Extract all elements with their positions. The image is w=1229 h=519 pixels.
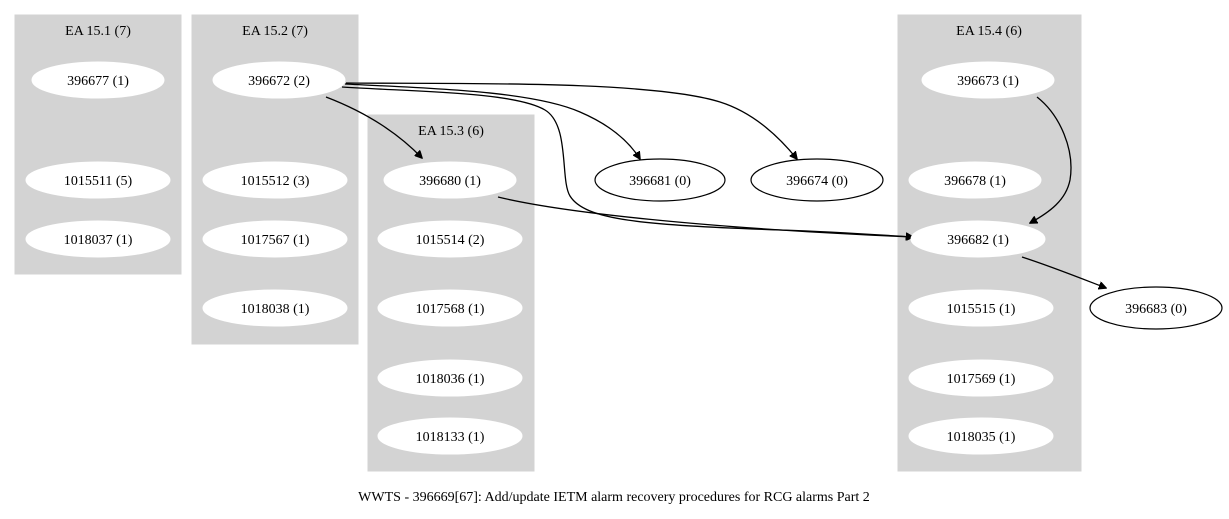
node-1018035[interactable]: 1018035 (1) — [908, 417, 1054, 455]
cluster-label: EA 15.4 (6) — [956, 24, 1022, 39]
node-label: 396680 (1) — [419, 174, 481, 189]
edge-396672-396674 — [345, 82, 797, 159]
edge-396682-396683 — [1021, 256, 1106, 288]
node-1018037[interactable]: 1018037 (1) — [25, 220, 171, 258]
node-label: 1018038 (1) — [241, 302, 310, 317]
node-396672[interactable]: 396672 (2) — [212, 61, 346, 99]
node-1015515[interactable]: 1015515 (1) — [908, 289, 1054, 327]
node-396682[interactable]: 396682 (1) — [910, 220, 1046, 258]
node-label: 1017568 (1) — [416, 302, 485, 317]
cluster-label: EA 15.3 (6) — [418, 124, 484, 139]
node-396673[interactable]: 396673 (1) — [921, 61, 1055, 99]
node-label: 396677 (1) — [67, 74, 129, 89]
node-1017569[interactable]: 1017569 (1) — [908, 359, 1054, 397]
node-396677[interactable]: 396677 (1) — [31, 61, 165, 99]
graph-caption: WWTS - 396669[67]: Add/update IETM alarm… — [358, 490, 870, 505]
edge-396672-396680 — [325, 96, 422, 158]
node-label: 1015515 (1) — [947, 302, 1016, 317]
node-1017568[interactable]: 1017568 (1) — [377, 289, 523, 327]
node-label: 396673 (1) — [957, 74, 1019, 89]
node-label: 396678 (1) — [944, 174, 1006, 189]
node-label: 396683 (0) — [1125, 302, 1187, 317]
node-label: 396682 (1) — [947, 233, 1009, 248]
node-label: 1018133 (1) — [416, 430, 485, 445]
edge-396680-396680-to-396682 — [497, 196, 913, 237]
node-1015514[interactable]: 1015514 (2) — [377, 220, 523, 258]
node-1018038[interactable]: 1018038 (1) — [202, 289, 348, 327]
node-label: 1017567 (1) — [241, 233, 310, 248]
node-1018036[interactable]: 1018036 (1) — [377, 359, 523, 397]
cluster-label: EA 15.2 (7) — [242, 24, 308, 39]
node-396678[interactable]: 396678 (1) — [908, 161, 1042, 199]
node-label: 396674 (0) — [786, 174, 848, 189]
node-label: 396672 (2) — [248, 74, 310, 89]
node-label: 1018035 (1) — [947, 430, 1016, 445]
edge-396672-396681 — [344, 83, 640, 159]
node-1017567[interactable]: 1017567 (1) — [202, 220, 348, 258]
node-396683[interactable]: 396683 (0) — [1089, 286, 1223, 330]
node-1015512[interactable]: 1015512 (3) — [202, 161, 348, 199]
cluster-label: EA 15.1 (7) — [65, 24, 131, 39]
node-label: 1015511 (5) — [64, 174, 133, 189]
node-1015511[interactable]: 1015511 (5) — [25, 161, 171, 199]
edge-396673-396682 — [1030, 96, 1072, 223]
edges — [325, 82, 1106, 288]
node-1018133[interactable]: 1018133 (1) — [377, 417, 523, 455]
node-396680[interactable]: 396680 (1) — [383, 161, 517, 199]
node-label: 396681 (0) — [629, 174, 691, 189]
node-label: 1015514 (2) — [416, 233, 485, 248]
node-396681[interactable]: 396681 (0) — [594, 158, 726, 202]
node-label: 1018037 (1) — [64, 233, 133, 248]
node-label: 1015512 (3) — [241, 174, 310, 189]
node-396674[interactable]: 396674 (0) — [750, 158, 884, 202]
edge-396672-396682 — [341, 86, 913, 237]
node-label: 1018036 (1) — [416, 372, 485, 387]
node-label: 1017569 (1) — [947, 372, 1016, 387]
